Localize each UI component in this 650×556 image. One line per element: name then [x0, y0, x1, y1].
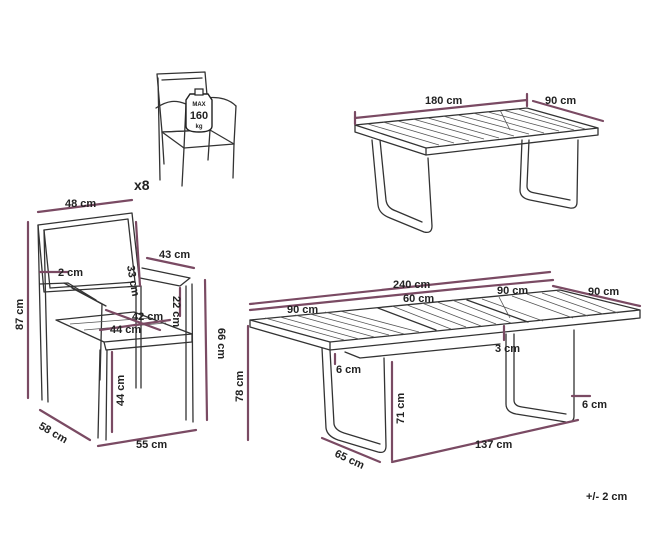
- table-extended-length-label: 240 cm: [393, 279, 431, 291]
- chair-armrest-height-label: 22 cm: [170, 296, 182, 327]
- chair-total-height-label: 87 cm: [14, 299, 26, 330]
- table-apron-label: 6 cm: [336, 364, 361, 376]
- table-leg-width-label: 6 cm: [582, 399, 607, 411]
- table-top-thickness-label: 3 cm: [495, 343, 520, 355]
- chair-seat-height-label: 44 cm: [115, 375, 127, 406]
- chair-dimension-lines: [26, 198, 209, 448]
- max-weight-badge: MAX 160 kg: [185, 88, 213, 133]
- table-leg-clearance-label: 71 cm: [395, 393, 407, 424]
- table-small-length-label: 180 cm: [425, 95, 463, 107]
- chair-seat-depth-label: 42 cm: [132, 311, 163, 323]
- table-section-left-label: 90 cm: [287, 304, 318, 316]
- table-section-right-label: 90 cm: [497, 285, 528, 297]
- chair-arm-depth-label: 43 cm: [159, 249, 190, 261]
- small-table-illustration: [354, 107, 599, 234]
- table-height-label: 78 cm: [234, 371, 246, 402]
- table-small-length-dimension: 180 cm: [353, 92, 529, 126]
- badge-max-text: MAX: [192, 102, 205, 108]
- chair-width-top-label: 48 cm: [65, 198, 96, 210]
- chair-frame-thickness-label: 2 cm: [58, 267, 83, 279]
- table-leg-depth-label: 65 cm: [333, 448, 367, 472]
- extended-table-dimension-lines: [246, 270, 642, 464]
- table-depth-label: 90 cm: [588, 286, 619, 298]
- table-section-mid-label: 60 cm: [403, 293, 434, 305]
- table-small-depth-dimension: 90 cm: [531, 95, 605, 123]
- badge-unit-text: kg: [195, 124, 202, 130]
- chair-back-height-label: 33 cm: [124, 264, 141, 297]
- table-small-depth-label: 90 cm: [545, 95, 576, 107]
- chair-seat-width-label: 44 cm: [110, 324, 141, 336]
- table-leg-span-label: 137 cm: [475, 439, 513, 451]
- badge-value-text: 160: [190, 110, 208, 122]
- chair-width-label: 55 cm: [136, 439, 167, 451]
- extended-table-illustration: [249, 289, 641, 454]
- chair-arm-height-label: 66 cm: [215, 328, 227, 359]
- chair-quantity-label: x8: [134, 177, 150, 193]
- tolerance-note: +/- 2 cm: [586, 491, 627, 503]
